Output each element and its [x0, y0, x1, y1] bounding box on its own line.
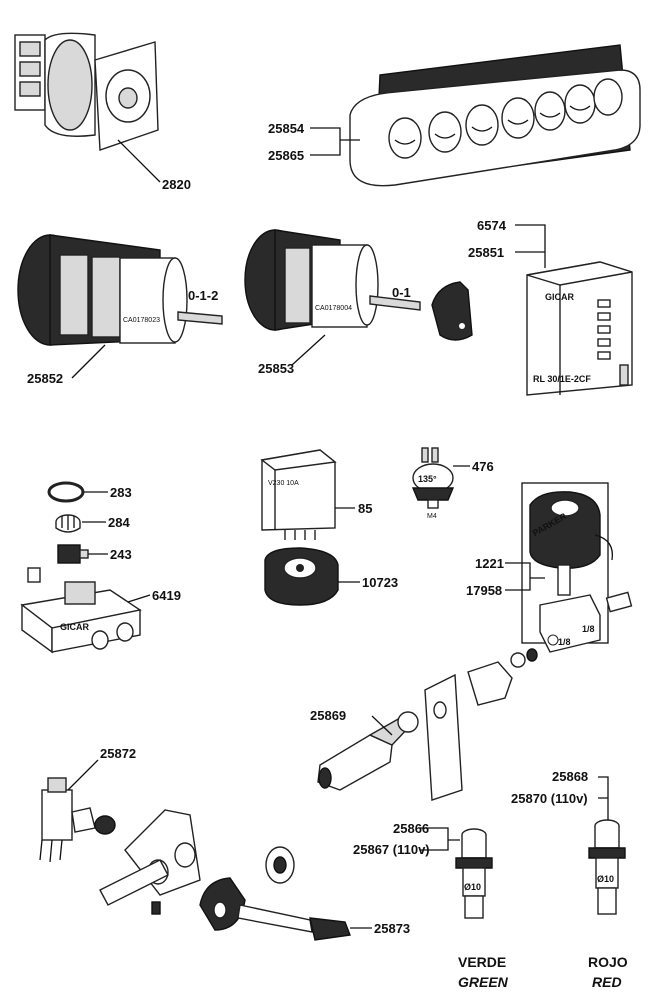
callout-85: 85 [358, 501, 372, 516]
thermostat-temp: 135° [418, 474, 437, 484]
part-284-impeller [55, 514, 81, 533]
relay-85-rating: V230 10A [268, 480, 299, 487]
callout-476: 476 [472, 459, 494, 474]
valve-port-2: 1/8 [582, 624, 595, 634]
thermostat-thread: M4 [427, 513, 437, 520]
callout-10723: 10723 [362, 575, 398, 590]
callout-25868: 25868 [552, 769, 588, 784]
part-283-o-ring [47, 481, 85, 503]
switch-positions-0-1: 0-1 [392, 285, 411, 300]
part-6419-flowmeter [20, 567, 142, 654]
switch-code-1: CA0178023 [123, 317, 160, 324]
caption-red-en: RED [592, 974, 622, 990]
switch-positions-0-1-2: 0-1-2 [188, 288, 218, 303]
callout-25854: 25854 [268, 121, 305, 136]
part-25853-cam-switch [244, 229, 473, 341]
callout-25867: 25867 (110v) [353, 842, 430, 857]
part-25872-microswitch [39, 777, 116, 863]
green-diameter: Ø10 [464, 882, 481, 892]
part-476-thermostat [411, 447, 455, 509]
callout-6419: 6419 [152, 588, 181, 603]
part-25852-cam-switch [17, 234, 223, 346]
part-10723-socket [264, 547, 339, 606]
part-25869-check-valve [317, 648, 538, 801]
switch-code-2: CA0178004 [315, 305, 352, 312]
callout-25873: 25873 [374, 921, 410, 936]
caption-red-es: ROJO [588, 954, 628, 970]
part-25873-lever [99, 809, 351, 941]
callout-1221: 1221 [475, 556, 504, 571]
callout-25853: 25853 [258, 361, 294, 376]
callout-6574: 6574 [477, 218, 507, 233]
callout-25869: 25869 [310, 708, 346, 723]
part-25866-green-indicator [455, 828, 493, 919]
callout-25865: 25865 [268, 148, 304, 163]
part-85-relay [260, 449, 337, 540]
callout-243: 243 [110, 547, 132, 562]
valve-port-1: 1/8 [558, 637, 571, 647]
part-243-coil [57, 544, 89, 564]
caption-green-en: GREEN [458, 974, 509, 990]
callout-283: 283 [110, 485, 132, 500]
part-25868-red-indicator [588, 819, 626, 915]
callout-25866: 25866 [393, 821, 429, 836]
red-diameter: Ø10 [597, 874, 614, 884]
part-1221-solenoid-valve [521, 482, 633, 653]
callout-2820: 2820 [162, 177, 191, 192]
flowmeter-brand: GICAR [60, 622, 90, 632]
part-25854-keypad [349, 44, 641, 187]
callout-25852: 25852 [27, 371, 63, 386]
callout-284: 284 [108, 515, 130, 530]
relay-brand: GICAR [545, 292, 575, 302]
relay-model: RL 30/1E-2CF [533, 374, 591, 384]
part-fitting [605, 591, 633, 613]
part-2820-rotary-switch [14, 32, 159, 151]
callout-25872: 25872 [100, 746, 136, 761]
caption-green-es: VERDE [458, 954, 506, 970]
callout-25870: 25870 (110v) [511, 791, 588, 806]
part-6574-gicar-relay [526, 261, 633, 396]
callout-17958: 17958 [466, 583, 502, 598]
callout-25851: 25851 [468, 245, 504, 260]
